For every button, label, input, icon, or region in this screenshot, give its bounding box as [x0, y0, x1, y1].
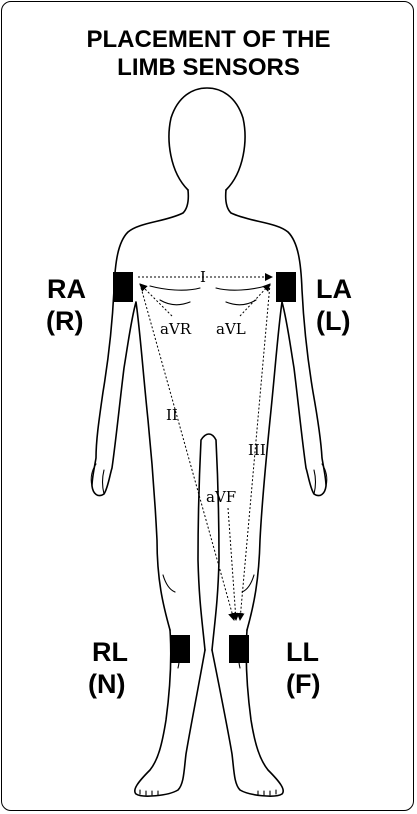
label-ra-code: (R) — [46, 306, 83, 336]
lead-ii-label: II — [166, 406, 178, 424]
sensor-ll — [229, 635, 249, 663]
lead-i-label: I — [200, 268, 206, 286]
sensor-ra — [113, 272, 133, 302]
label-ll-code: (F) — [286, 669, 320, 699]
sensor-rl — [170, 635, 190, 663]
label-ra-abbr: RA — [47, 274, 86, 304]
head-outline — [169, 88, 245, 190]
lead-avl-label: aVL — [216, 320, 246, 338]
label-rl-abbr: RL — [92, 637, 128, 667]
label-rl-code: (N) — [88, 669, 125, 699]
label-la-abbr: LA — [316, 274, 352, 304]
lead-iii-label: III — [248, 441, 266, 459]
body-outline-left — [226, 190, 326, 630]
lead-avf-line — [228, 508, 236, 620]
lower-leg-right — [135, 630, 205, 796]
lead-avr-label: aVR — [160, 320, 192, 338]
sensor-la — [276, 272, 296, 302]
chest-details — [150, 286, 266, 305]
lead-avf-label: aVF — [206, 488, 236, 506]
label-la-code: (L) — [316, 306, 350, 336]
label-ll-abbr: LL — [286, 637, 319, 667]
inner-legs — [198, 434, 219, 650]
